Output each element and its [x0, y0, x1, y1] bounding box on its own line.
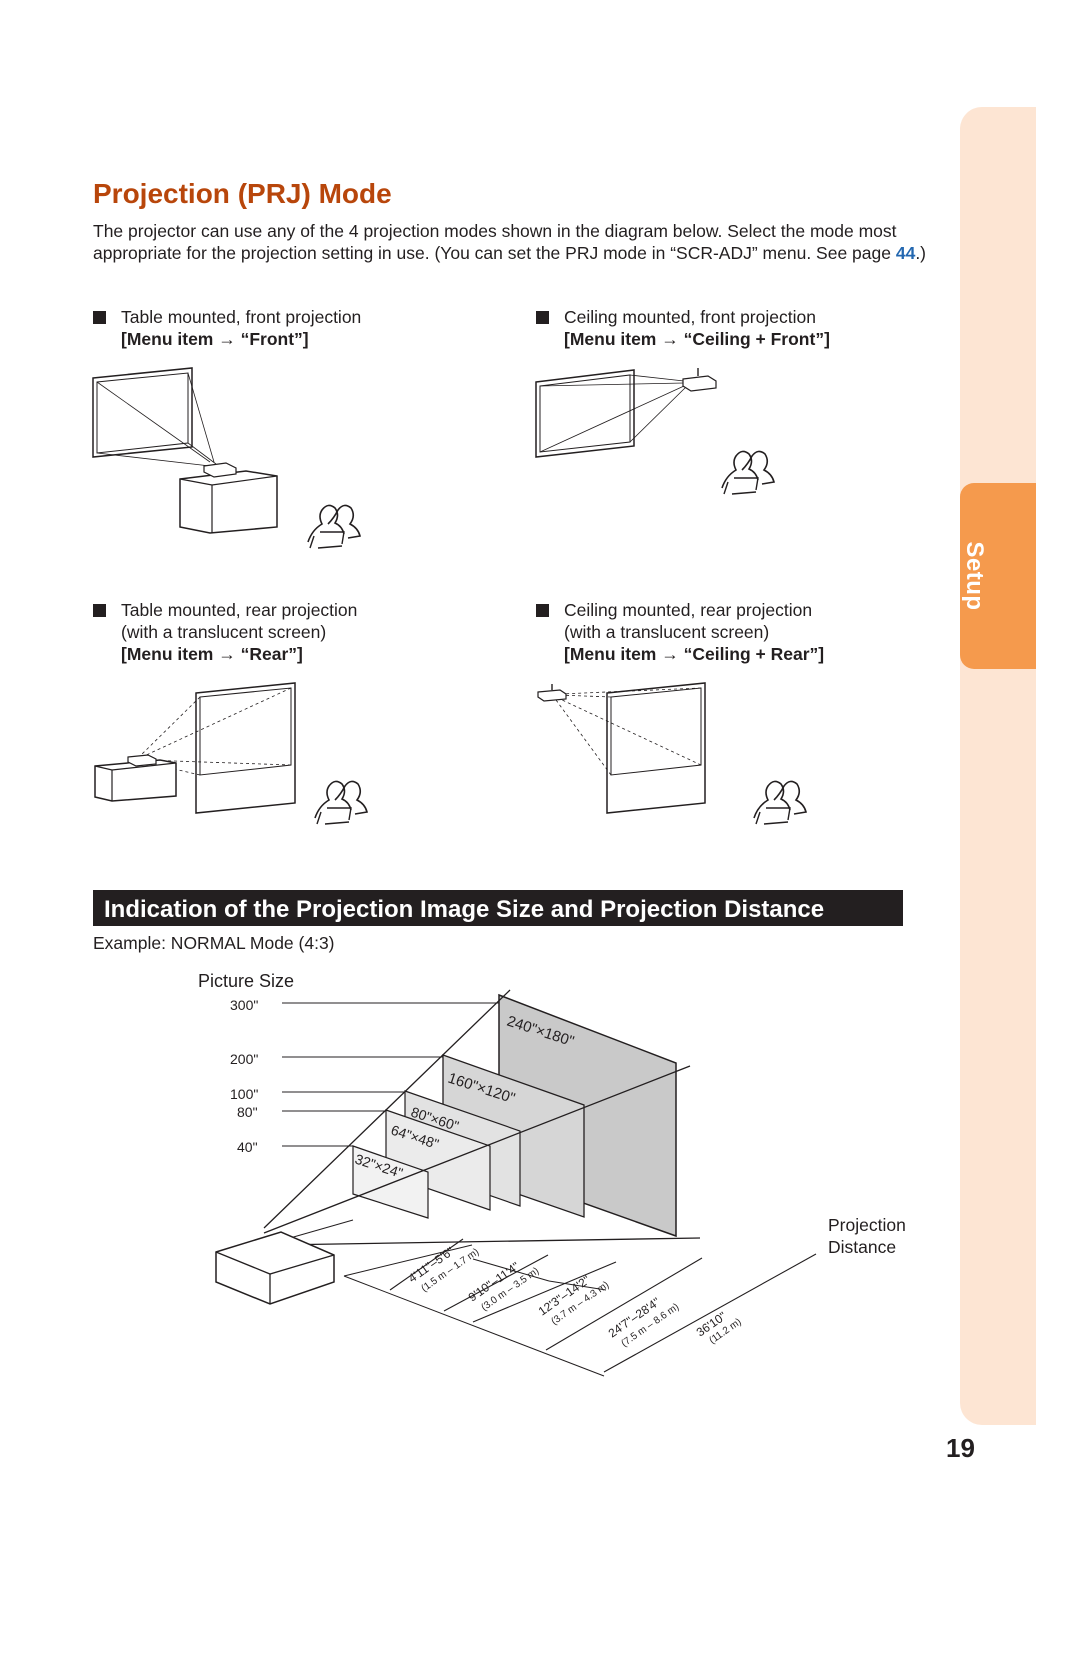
viewers-icon: [721, 450, 775, 495]
mode-description: Table mounted, front projection: [121, 307, 362, 327]
mode-menu-item: [Menu item → “Rear”]: [121, 644, 303, 664]
mode-screen-note: (with a translucent screen): [121, 622, 327, 642]
size-80: 80": [237, 1104, 258, 1120]
side-strip: [960, 107, 1036, 1425]
mode-table-rear: Table mounted, rear projection (with a t…: [93, 599, 357, 665]
mode-description: Ceiling mounted, rear projection: [564, 600, 813, 620]
mode-description: Table mounted, rear projection: [121, 600, 358, 620]
distance-1: 4'11"–5'6" (1.5 m – 1.7 m): [406, 1244, 482, 1294]
section-heading: Indication of the Projection Image Size …: [104, 896, 825, 923]
bullet-icon: [93, 311, 106, 324]
example-caption: Example: NORMAL Mode (4:3): [93, 933, 335, 953]
page-link[interactable]: 44: [895, 243, 916, 263]
distance-label-line2: Distance: [828, 1237, 896, 1257]
viewers-icon: [307, 504, 361, 549]
picture-size-label: Picture Size: [198, 971, 294, 991]
distance-4: 24'7"–28'4" (7.5 m – 8.6 m): [606, 1295, 682, 1350]
size-100: 100": [230, 1086, 258, 1102]
size-40: 40": [237, 1139, 258, 1155]
distance-5: 36'10" (11.2 m): [694, 1309, 744, 1347]
mode-ceiling-rear: Ceiling mounted, rear projection (with a…: [536, 599, 824, 665]
page-number: 19: [946, 1433, 975, 1463]
illustration-table-rear: [94, 682, 368, 825]
mode-ceiling-front: Ceiling mounted, front projection [Menu …: [536, 306, 830, 350]
illustration-table-front: [92, 367, 361, 549]
viewers-icon: [314, 780, 368, 825]
projection-size-diagram: Picture Size 300" 200" 100" 80" 40" 240"…: [198, 971, 906, 1377]
mode-menu-item: [Menu item → “Front”]: [121, 329, 309, 349]
mode-table-front: Table mounted, front projection [Menu it…: [93, 306, 361, 350]
distance-label-line1: Projection: [828, 1215, 906, 1235]
bullet-icon: [93, 604, 106, 617]
viewers-icon: [753, 780, 807, 825]
section-heading-bar: Indication of the Projection Image Size …: [93, 890, 903, 926]
bullet-icon: [536, 311, 549, 324]
intro-text-end: .): [915, 243, 927, 263]
mode-description: Ceiling mounted, front projection: [564, 307, 816, 327]
distance-2: 9'10"–11'4" (3.0 m – 3.5 m): [466, 1259, 542, 1313]
page-title: Projection (PRJ) Mode: [93, 178, 392, 209]
illustration-ceiling-rear: [537, 682, 807, 825]
intro-text: The projector can use any of the 4 proje…: [93, 221, 897, 263]
illustration-ceiling-front: [535, 368, 775, 495]
size-300: 300": [230, 997, 258, 1013]
setup-tab[interactable]: [960, 483, 1036, 669]
mode-menu-item: [Menu item → “Ceiling + Front”]: [564, 329, 830, 349]
bullet-icon: [536, 604, 549, 617]
mode-menu-item: [Menu item → “Ceiling + Rear”]: [564, 644, 825, 664]
intro-paragraph: The projector can use any of the 4 proje…: [93, 220, 953, 264]
size-200: 200": [230, 1051, 258, 1067]
mode-screen-note: (with a translucent screen): [564, 622, 770, 642]
